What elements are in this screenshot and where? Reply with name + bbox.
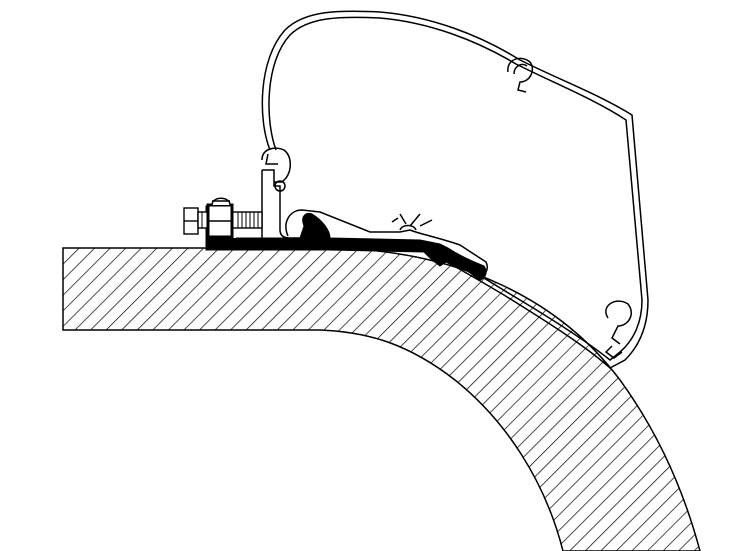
- bolt-icon: [183, 197, 263, 239]
- adapter-rail-profile: [285, 209, 488, 276]
- t-slot: [391, 213, 433, 231]
- adapter-rail-base: [205, 205, 487, 281]
- awning-housing: [261, 10, 649, 369]
- roof-section: [62, 247, 701, 551]
- leg-bead: [274, 180, 286, 192]
